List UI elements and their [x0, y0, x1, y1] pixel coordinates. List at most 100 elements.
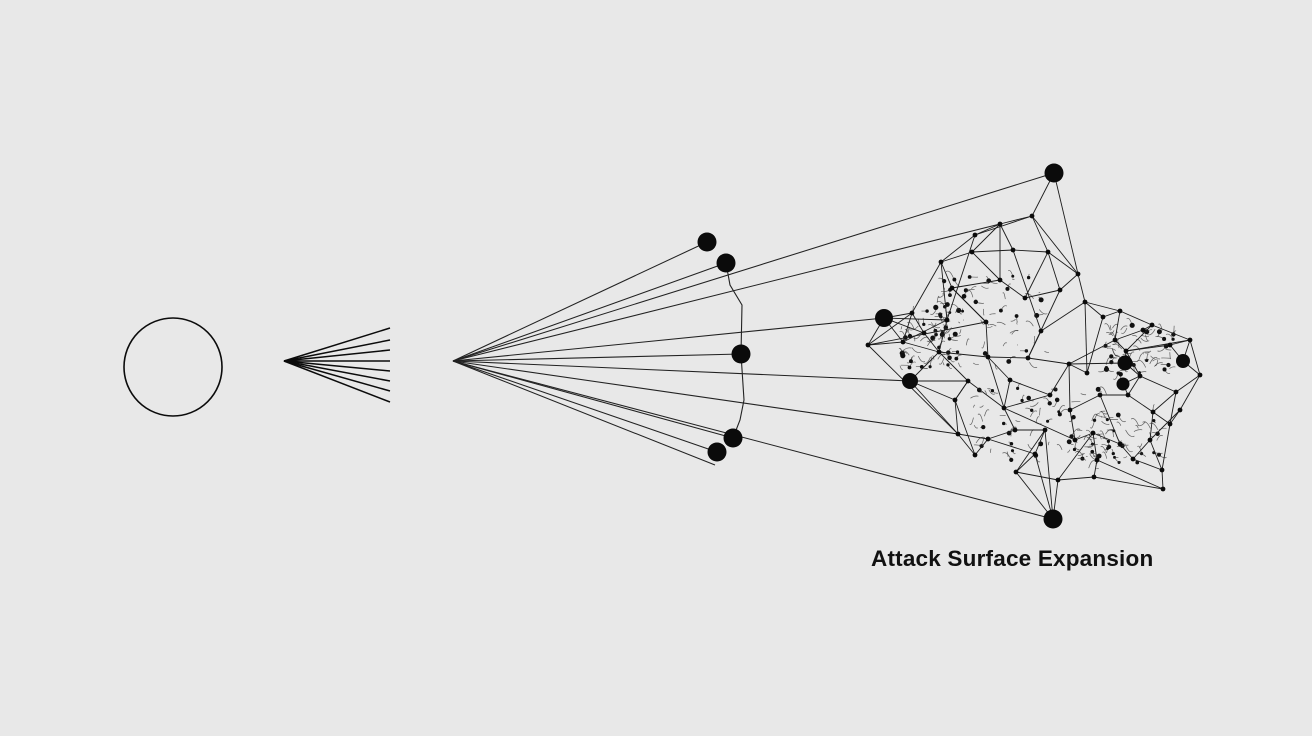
texture-dot — [1001, 421, 1006, 426]
network-node — [1022, 295, 1028, 301]
node-m2 — [716, 253, 736, 273]
network-edge — [1119, 310, 1153, 326]
network-node — [965, 378, 971, 384]
texture-dot — [908, 359, 913, 364]
node-h-right-b — [1116, 377, 1130, 391]
texture-dot — [947, 355, 952, 361]
texture-dot — [963, 288, 968, 293]
texture-dot — [1117, 460, 1121, 464]
network-node — [909, 310, 915, 316]
texture-dot — [1152, 419, 1156, 423]
network-node — [1123, 348, 1129, 354]
texture-stroke — [1002, 342, 1008, 347]
network-edge — [1114, 329, 1144, 341]
texture-stroke — [1109, 325, 1112, 330]
network-node — [1177, 407, 1183, 413]
texture-stroke — [979, 405, 984, 408]
texture-dot — [1072, 447, 1077, 452]
network-edge — [923, 332, 940, 353]
network-edge — [1059, 273, 1079, 291]
network-edge — [1139, 375, 1177, 393]
network-edge — [1057, 476, 1095, 481]
mid-stage-nodes — [697, 232, 751, 462]
texture-stroke — [958, 321, 961, 324]
texture-stroke — [1121, 327, 1128, 334]
texture-stroke — [1085, 429, 1091, 433]
network-node — [1090, 430, 1096, 436]
texture-stroke — [987, 325, 993, 328]
texture-stroke — [1025, 320, 1034, 327]
texture-stroke — [1074, 446, 1080, 451]
texture-stroke — [1027, 443, 1033, 449]
network-node — [1025, 355, 1031, 361]
texture-dot — [1092, 418, 1097, 422]
texture-dot — [1156, 329, 1162, 335]
network-node — [900, 339, 906, 345]
network-edge — [1003, 394, 1051, 409]
texture-dot — [961, 293, 967, 299]
network-node — [944, 317, 950, 323]
texture-stroke — [923, 356, 931, 364]
texture-stroke — [1006, 451, 1009, 457]
network-node — [949, 285, 955, 291]
network-node — [1075, 271, 1081, 277]
network-edge — [867, 321, 987, 346]
network-edge — [967, 380, 1005, 409]
network-node — [938, 259, 944, 265]
network-edge — [971, 249, 1014, 253]
texture-dot — [967, 275, 972, 279]
network-edge — [1015, 429, 1046, 473]
texture-dot — [1009, 457, 1014, 462]
origin-circle-icon — [123, 317, 223, 417]
wide-fan-line — [452, 360, 734, 439]
texture-stroke — [1084, 445, 1093, 448]
texture-stroke — [1154, 362, 1163, 367]
wide-fan-line — [452, 317, 885, 362]
network-edge — [1024, 289, 1061, 299]
texture-stroke — [1100, 446, 1106, 452]
network-edge — [1003, 407, 1076, 441]
network-edge — [1092, 432, 1121, 445]
texture-stroke — [1133, 429, 1143, 432]
texture-dot — [955, 350, 960, 354]
texture-stroke — [973, 404, 976, 408]
texture-stroke — [1087, 447, 1092, 449]
network-node — [1140, 327, 1146, 333]
network-node — [983, 319, 989, 325]
texture-stroke — [1149, 422, 1159, 430]
texture-stroke — [1010, 319, 1016, 322]
network-node — [1029, 213, 1035, 219]
texture-stroke — [899, 365, 904, 370]
wide-fan-line — [452, 223, 1001, 362]
texture-stroke — [1080, 393, 1087, 396]
texture-stroke — [980, 319, 985, 325]
network-node — [1084, 370, 1090, 376]
fan-lines — [283, 172, 1055, 520]
texture-dot — [1113, 455, 1116, 459]
texture-dot — [1026, 395, 1031, 401]
texture-dot — [1010, 449, 1015, 453]
network-edge — [938, 351, 969, 382]
texture-stroke — [989, 324, 997, 327]
network-node — [1117, 441, 1123, 447]
node-m4 — [723, 428, 743, 448]
texture-stroke — [1067, 449, 1071, 453]
texture-stroke — [1165, 348, 1172, 351]
network-edge — [1125, 344, 1171, 352]
network-edge — [1057, 432, 1094, 481]
network-edge — [971, 251, 1001, 281]
network-node — [1042, 427, 1048, 433]
texture-stroke — [1076, 434, 1081, 438]
texture-stroke — [1077, 453, 1085, 456]
network-node — [997, 277, 1003, 283]
network-node — [1117, 308, 1123, 314]
network-edge — [1015, 471, 1059, 481]
texture-dot — [1057, 412, 1062, 417]
texture-dot — [938, 312, 943, 317]
network-edge — [987, 356, 1005, 409]
network-edge — [902, 341, 940, 353]
network-edge — [1096, 459, 1164, 490]
texture-stroke — [1112, 338, 1119, 345]
texture-stroke — [984, 409, 990, 417]
